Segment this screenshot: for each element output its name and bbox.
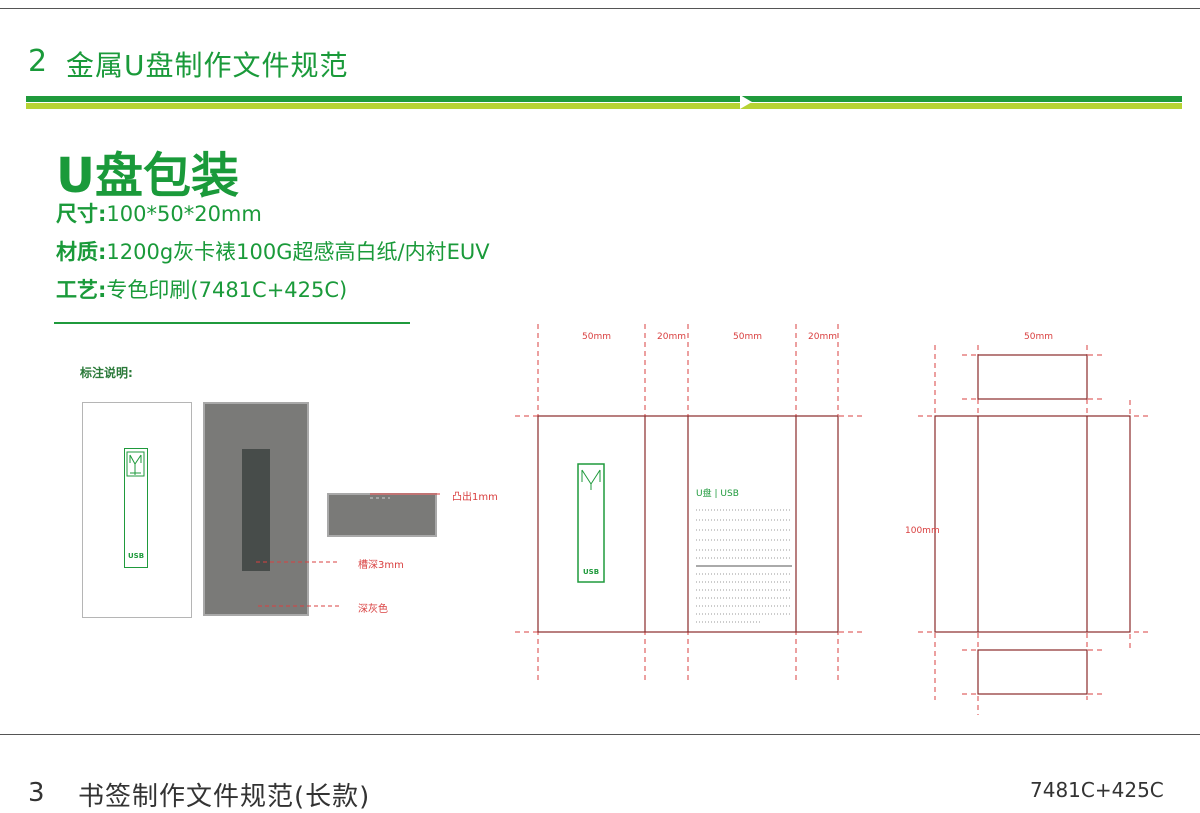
box-front-panel: [82, 402, 192, 618]
panel-usb-label: USB: [582, 568, 600, 576]
back-brand-sep: |: [714, 489, 718, 499]
annotation-dark-gray: 深灰色: [358, 604, 388, 615]
product-title: U盘包装: [56, 148, 239, 204]
annotation-protrude: 凸出1mm: [452, 492, 498, 503]
dim-lid-width: 50mm: [1024, 332, 1053, 342]
spec-craft-value: 专色印刷(7481C+425C): [106, 278, 348, 302]
circuit-icon: [126, 451, 145, 477]
section-number: 2: [28, 44, 48, 79]
back-brand: U盘 | USB: [696, 486, 739, 499]
usb-logo-strip: [124, 448, 148, 568]
usb-logo-label: USB: [127, 552, 145, 560]
back-brand-name: U盘: [696, 489, 712, 499]
header-bar-green: [26, 96, 1182, 102]
annotation-groove: 槽深3mm: [358, 560, 404, 571]
section3-number: 3: [28, 778, 45, 808]
spec-size-label: 尺寸:: [56, 202, 107, 226]
dim-height: 100mm: [905, 526, 940, 536]
header-bar-lime: [26, 103, 1182, 109]
usb-slot: [242, 449, 270, 571]
spec-size-value: 100*50*20mm: [106, 202, 262, 226]
box-side-view: [327, 493, 437, 537]
top-divider: [0, 8, 1200, 9]
bottom-divider: [0, 734, 1200, 735]
spec-craft: 工艺:专色印刷(7481C+425C): [56, 274, 347, 304]
spec-underline: [54, 322, 410, 324]
annotation-title: 标注说明:: [80, 366, 133, 380]
back-brand-usb: USB: [720, 489, 739, 499]
spec-material: 材质:1200g灰卡裱100G超感高白纸/内衬EUV: [56, 236, 490, 266]
section3-color-code: 7481C+425C: [1030, 778, 1164, 802]
section-title: 金属U盘制作文件规范: [66, 49, 349, 82]
dim-back-width: 50mm: [733, 332, 762, 342]
spec-material-value: 1200g灰卡裱100G超感高白纸/内衬EUV: [106, 240, 490, 264]
dim-front-width: 50mm: [582, 332, 611, 342]
spec-craft-label: 工艺:: [56, 278, 107, 302]
spec-size: 尺寸:100*50*20mm: [56, 198, 262, 228]
dim-side2-width: 20mm: [808, 332, 837, 342]
spec-material-label: 材质:: [56, 240, 107, 264]
section3-title: 书签制作文件规范(长款): [78, 782, 371, 812]
arrow-icon: [740, 95, 752, 109]
dim-side-width: 20mm: [657, 332, 686, 342]
